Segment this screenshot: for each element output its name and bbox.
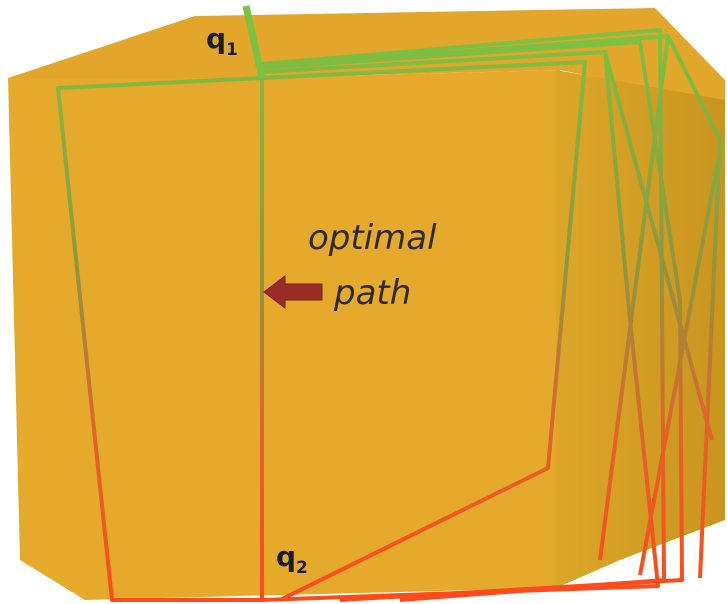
q2-label: q2 [276, 540, 308, 578]
path-left [56, 76, 263, 602]
path-right-4 [261, 28, 666, 602]
annotation-line-1: optimal [308, 218, 437, 258]
left-arrow-icon [263, 274, 323, 310]
path-cross-1 [603, 51, 714, 441]
path-cross-2 [598, 35, 670, 561]
path-start-stub [242, 5, 266, 79]
path-wireframes [56, 5, 722, 602]
box-side-face [556, 70, 725, 588]
q1-label: q1 [206, 22, 238, 60]
path-right-1 [261, 60, 587, 602]
q2-subscript: 2 [296, 558, 308, 578]
box-front-face [8, 70, 560, 600]
path-cross-3 [638, 149, 722, 576]
q2-letter: q [276, 540, 296, 573]
q1-letter: q [206, 22, 226, 55]
annotation-line-2: path [333, 273, 411, 313]
path-right-5 [261, 34, 722, 579]
q1-subscript: 1 [226, 40, 238, 60]
